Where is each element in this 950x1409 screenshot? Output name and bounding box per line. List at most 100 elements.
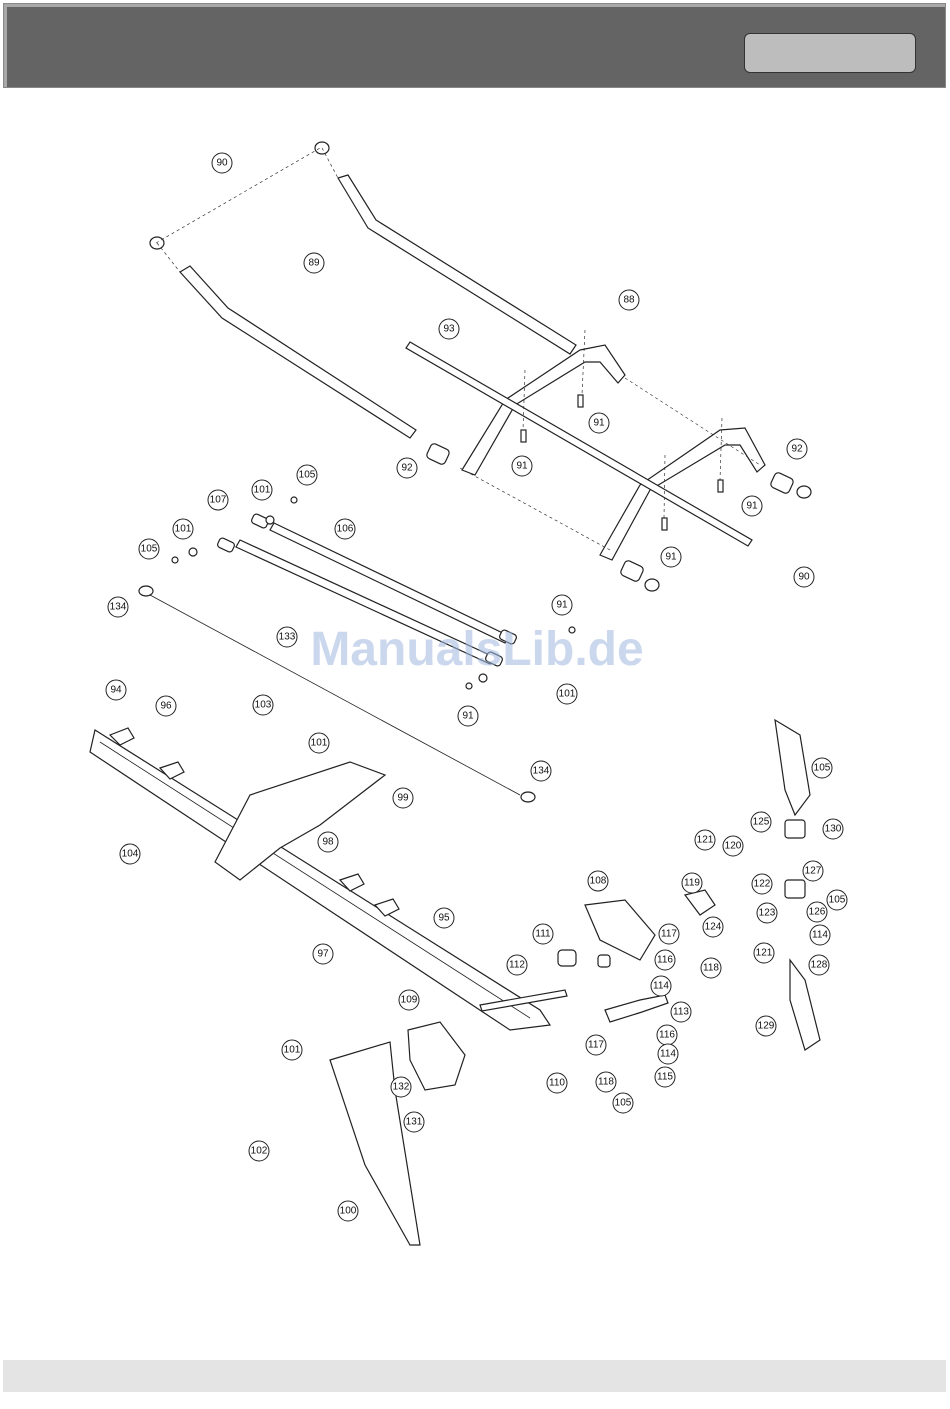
ball-link-top <box>139 586 153 596</box>
svg-text:126: 126 <box>809 907 826 918</box>
svg-text:113: 113 <box>673 1007 689 1018</box>
bearing-110 <box>598 955 610 967</box>
callout: 118 <box>701 958 721 978</box>
svg-text:110: 110 <box>549 1078 565 1089</box>
callout: 91 <box>458 706 478 726</box>
blade-grip-125 <box>785 820 805 838</box>
svg-text:131: 131 <box>406 1117 423 1128</box>
svg-text:116: 116 <box>657 955 673 966</box>
callout: 105 <box>139 539 159 559</box>
svg-text:95: 95 <box>438 913 450 924</box>
svg-text:99: 99 <box>397 793 409 804</box>
svg-text:134: 134 <box>110 602 127 613</box>
svg-text:94: 94 <box>110 685 122 696</box>
callout: 91 <box>512 456 532 476</box>
svg-text:103: 103 <box>255 700 272 711</box>
landing-skid-left <box>180 266 416 438</box>
svg-text:101: 101 <box>175 524 192 535</box>
callout: 132 <box>391 1077 411 1097</box>
svg-text:128: 128 <box>811 960 828 971</box>
callout: 114 <box>651 976 671 996</box>
callout: 116 <box>655 950 675 970</box>
callout: 99 <box>393 788 413 808</box>
callout: 101 <box>309 733 329 753</box>
callout: 125 <box>751 812 771 832</box>
svg-text:105: 105 <box>615 1098 632 1109</box>
svg-text:90: 90 <box>798 572 810 583</box>
callout: 101 <box>173 519 193 539</box>
callout: 129 <box>756 1016 776 1036</box>
pitch-slider <box>605 995 668 1022</box>
callout: 134 <box>108 597 128 617</box>
svg-text:102: 102 <box>251 1146 268 1157</box>
callout: 105 <box>827 890 847 910</box>
blade-grip-126 <box>785 880 805 898</box>
svg-text:93: 93 <box>443 324 455 335</box>
callout: 106 <box>335 519 355 539</box>
callout: 128 <box>809 955 829 975</box>
callout: 98 <box>318 832 338 852</box>
svg-text:92: 92 <box>401 463 413 474</box>
svg-text:114: 114 <box>660 1049 676 1060</box>
svg-text:105: 105 <box>299 470 316 481</box>
callout: 100 <box>338 1201 358 1221</box>
svg-text:104: 104 <box>122 849 139 860</box>
callout: 88 <box>619 290 639 310</box>
svg-text:132: 132 <box>393 1082 410 1093</box>
tail-housing <box>585 900 655 960</box>
callout: 105 <box>297 465 317 485</box>
svg-text:125: 125 <box>753 817 770 828</box>
callout: 130 <box>823 819 843 839</box>
page-footer-bar <box>3 1360 946 1392</box>
svg-text:98: 98 <box>322 837 334 848</box>
svg-text:117: 117 <box>588 1040 604 1051</box>
callout: 109 <box>399 990 419 1010</box>
callout: 104 <box>120 844 140 864</box>
svg-text:111: 111 <box>535 929 551 940</box>
callout: 95 <box>434 908 454 928</box>
svg-text:101: 101 <box>311 738 328 749</box>
callout: 126 <box>807 902 827 922</box>
sleeve-rear <box>770 472 795 495</box>
callout: 134 <box>531 761 551 781</box>
callout: 91 <box>742 496 762 516</box>
callout: 117 <box>659 924 679 944</box>
tail-blade-upper <box>775 720 810 815</box>
svg-text:122: 122 <box>754 879 771 890</box>
svg-text:91: 91 <box>462 711 474 722</box>
callout: 91 <box>661 547 681 567</box>
svg-text:115: 115 <box>657 1072 673 1083</box>
svg-text:89: 89 <box>308 258 320 269</box>
callout: 97 <box>313 944 333 964</box>
sleeve-bottom <box>620 560 645 583</box>
ball-link-bottom <box>521 792 535 802</box>
callout: 117 <box>586 1035 606 1055</box>
svg-text:97: 97 <box>317 949 329 960</box>
svg-text:91: 91 <box>665 552 677 563</box>
callout: 127 <box>803 861 823 881</box>
callout: 90 <box>212 153 232 173</box>
svg-text:120: 120 <box>725 841 742 852</box>
sleeve-front <box>426 443 451 466</box>
svg-text:130: 130 <box>825 824 842 835</box>
callout: 115 <box>655 1067 675 1087</box>
callout: 123 <box>757 903 777 923</box>
watermark-text: ManualsLib.de <box>287 622 667 677</box>
svg-text:114: 114 <box>812 930 828 941</box>
svg-text:117: 117 <box>661 929 677 940</box>
svg-text:100: 100 <box>340 1206 357 1217</box>
svg-text:105: 105 <box>829 895 846 906</box>
svg-text:91: 91 <box>746 501 758 512</box>
svg-text:119: 119 <box>684 878 700 889</box>
bearing-111 <box>558 950 576 966</box>
tail-hub-119 <box>685 890 715 915</box>
svg-text:121: 121 <box>697 835 714 846</box>
svg-text:127: 127 <box>805 866 822 877</box>
svg-text:109: 109 <box>401 995 418 1006</box>
callout: 91 <box>589 413 609 433</box>
callout: 101 <box>252 480 272 500</box>
callout: 120 <box>723 836 743 856</box>
callout: 131 <box>404 1112 424 1132</box>
svg-text:114: 114 <box>653 981 669 992</box>
